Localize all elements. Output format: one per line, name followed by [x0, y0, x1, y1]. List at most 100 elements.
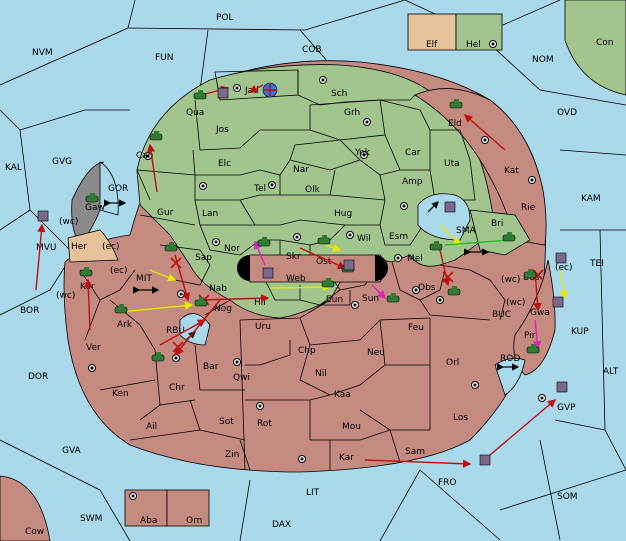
- label-con: Con: [596, 38, 614, 48]
- label-wil: Wil: [357, 234, 371, 244]
- label-kaa: Kaa: [334, 390, 351, 400]
- label-pol: POL: [216, 13, 234, 23]
- fleet-icon: [37, 210, 49, 222]
- label-som: SOM: [557, 492, 578, 502]
- label-sam: Sam: [405, 447, 425, 457]
- fleet-icon: [479, 454, 491, 466]
- fleet-icon: [343, 259, 355, 271]
- label-lit: LIT: [306, 488, 320, 498]
- tank-icon: [321, 278, 335, 288]
- label-neu: Neu: [367, 348, 385, 358]
- tank-icon: [429, 241, 443, 251]
- region-her[interactable]: [67, 229, 119, 263]
- label-rot: Rot: [257, 419, 272, 429]
- label-dax: DAX: [272, 520, 291, 530]
- tank-icon: [386, 293, 400, 303]
- region-bri[interactable]: [469, 209, 531, 256]
- legend-elf-label: Elf: [426, 40, 438, 50]
- fleet-icon: [552, 296, 564, 308]
- label-gvp: GVP: [557, 403, 576, 413]
- label-kal: KAL: [5, 163, 22, 173]
- label-ec-3: (ec): [555, 263, 573, 273]
- label-nog: Nog: [214, 304, 232, 314]
- fleet-icon: [556, 381, 568, 393]
- label-buc: BUC: [492, 310, 511, 320]
- label-gaw: Gaw: [85, 203, 105, 213]
- label-can: Can: [136, 151, 154, 161]
- label-skr: Skr: [286, 252, 301, 262]
- tank-icon: [79, 267, 93, 277]
- tank-icon: [447, 286, 461, 296]
- label-orl: Orl: [446, 358, 459, 368]
- label-gwa: Gwa: [530, 308, 550, 318]
- label-ver: Ver: [86, 343, 101, 353]
- label-wc-2: (wc): [56, 291, 75, 301]
- region-eld-kat-rie[interactable]: [414, 88, 547, 246]
- label-lan: Lan: [202, 209, 218, 219]
- label-wc-4: (wc): [506, 298, 525, 308]
- fleet-icon: [555, 252, 567, 264]
- label-rie: Rie: [521, 203, 536, 213]
- canal-east: [375, 255, 388, 281]
- label-sma: SMA: [456, 226, 476, 236]
- label-qwi: Qwi: [233, 373, 250, 383]
- fleet-icon: [444, 201, 456, 213]
- label-elc: Elc: [218, 159, 231, 169]
- label-grh: Grh: [344, 108, 360, 118]
- label-feu: Feu: [408, 323, 424, 333]
- label-kup: KUP: [571, 327, 589, 337]
- sea-labels: POL COB FUN NVM NOM Con OVD KAL GVG GOR …: [5, 13, 619, 530]
- label-tei: TEI: [589, 259, 604, 269]
- label-tel: Tel: [253, 184, 266, 194]
- tank-icon: [164, 242, 178, 252]
- label-web: Web: [286, 274, 306, 284]
- tank-icon: [526, 344, 540, 354]
- label-yok: Yok: [354, 148, 371, 158]
- label-sot: Sot: [219, 417, 234, 427]
- tank-icon: [114, 304, 128, 314]
- label-nil: Nil: [315, 369, 327, 379]
- label-los: Los: [453, 413, 468, 423]
- sma-gulf: [417, 193, 471, 241]
- label-mou: Mou: [342, 422, 361, 432]
- label-ail: Ail: [146, 422, 157, 432]
- label-zin: Zin: [225, 450, 239, 460]
- tank-icon: [257, 237, 271, 247]
- label-cob: COB: [302, 45, 322, 55]
- units[interactable]: [37, 82, 568, 466]
- region-orn[interactable]: [166, 489, 210, 527]
- label-obs: Obs: [418, 283, 436, 293]
- label-bri: Bri: [491, 219, 503, 229]
- tank-icon: [85, 193, 99, 203]
- label-nab: Nab: [209, 284, 227, 294]
- canal-west: [237, 255, 250, 281]
- label-bar: Bar: [203, 362, 219, 372]
- x-markers: [170, 257, 544, 353]
- label-nar: Nar: [293, 165, 309, 175]
- label-mit: MIT: [136, 274, 152, 284]
- label-ec-1: (ec): [102, 242, 120, 252]
- label-fro: FRO: [438, 478, 457, 488]
- label-esm: Esm: [389, 232, 408, 242]
- label-pir: Pir: [524, 331, 536, 341]
- label-eun: Eun: [326, 295, 343, 305]
- tank-icon: [449, 99, 463, 109]
- legend-elf-swatch: [407, 13, 457, 51]
- tank-icon: [502, 232, 516, 242]
- label-jos: Jos: [215, 125, 229, 135]
- label-amp: Amp: [402, 177, 423, 187]
- label-aba: Aba: [140, 516, 157, 526]
- label-gvg: GVG: [52, 157, 72, 167]
- label-nor: Nor: [224, 244, 240, 254]
- label-bor: BOR: [20, 306, 39, 316]
- label-swm: SWM: [80, 514, 102, 524]
- order-arrows: [35, 84, 568, 468]
- tank-icon: [194, 297, 208, 307]
- supply-centers: [88, 76, 546, 500]
- label-rod: ROD: [500, 354, 520, 364]
- label-kar: Kar: [339, 453, 354, 463]
- label-chr: Chr: [169, 383, 185, 393]
- region-gaw[interactable]: [71, 161, 104, 246]
